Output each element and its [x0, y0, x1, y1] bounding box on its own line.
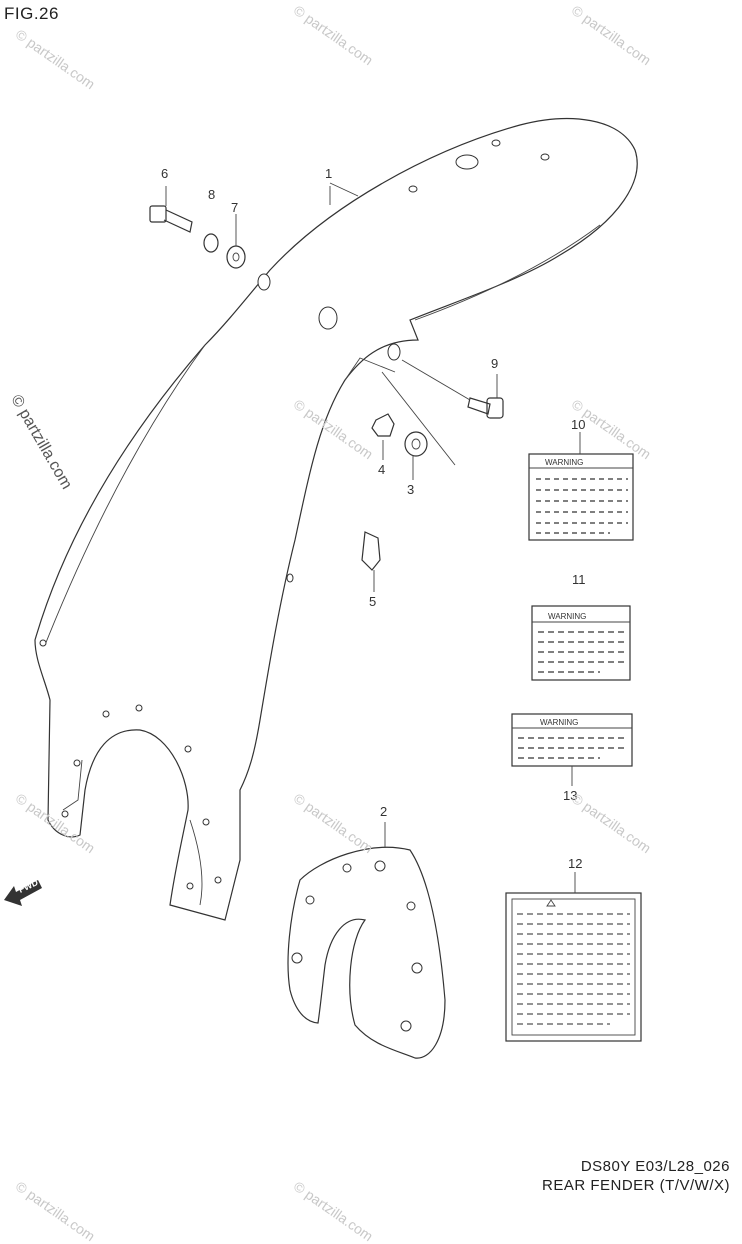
forward-direction-arrow [4, 880, 42, 906]
callout-12: 12 [568, 856, 583, 871]
callout-7: 7 [231, 200, 239, 215]
washer-part-7[interactable] [226, 214, 246, 269]
rear-fender-part[interactable] [34, 117, 638, 921]
callout-2: 2 [380, 804, 388, 819]
information-label-part-12[interactable] [505, 872, 642, 1042]
callout-6: 6 [161, 166, 169, 181]
callout-9: 9 [491, 356, 499, 371]
callout-10: 10 [571, 417, 586, 432]
label-10-warning-text: WARNING [545, 458, 583, 467]
nut-part-3[interactable] [404, 431, 428, 480]
footer-name: REAR FENDER (T/V/W/X) [541, 1177, 730, 1194]
label-13-warning-text: WARNING [540, 718, 578, 727]
figure-title: FIG.26 [4, 4, 59, 23]
bolt-part-6[interactable] [149, 186, 193, 233]
warning-label-part-13[interactable]: WARNING [511, 713, 633, 786]
callout-5: 5 [369, 594, 377, 609]
mud-flap-part[interactable] [287, 822, 446, 1059]
callout-11: 11 [572, 572, 586, 587]
exploded-parts-diagram: WARNING WARNING WARNING [4, 117, 642, 1059]
callout-1: 1 [325, 166, 333, 181]
warning-label-part-11[interactable]: WARNING [531, 605, 631, 681]
callout-13: 13 [563, 788, 578, 803]
callout-3: 3 [407, 482, 415, 497]
clamp-part-5[interactable] [361, 531, 381, 592]
callout-4: 4 [378, 462, 386, 477]
callout-8: 8 [208, 187, 216, 202]
washer-part-8[interactable] [203, 233, 219, 253]
label-11-warning-text: WARNING [548, 612, 586, 621]
nut-part-4[interactable] [371, 413, 395, 460]
footer-code: DS80Y E03/L28_026 [580, 1158, 730, 1175]
warning-label-part-10[interactable]: WARNING [528, 432, 634, 541]
bolt-part-9[interactable] [401, 359, 504, 419]
